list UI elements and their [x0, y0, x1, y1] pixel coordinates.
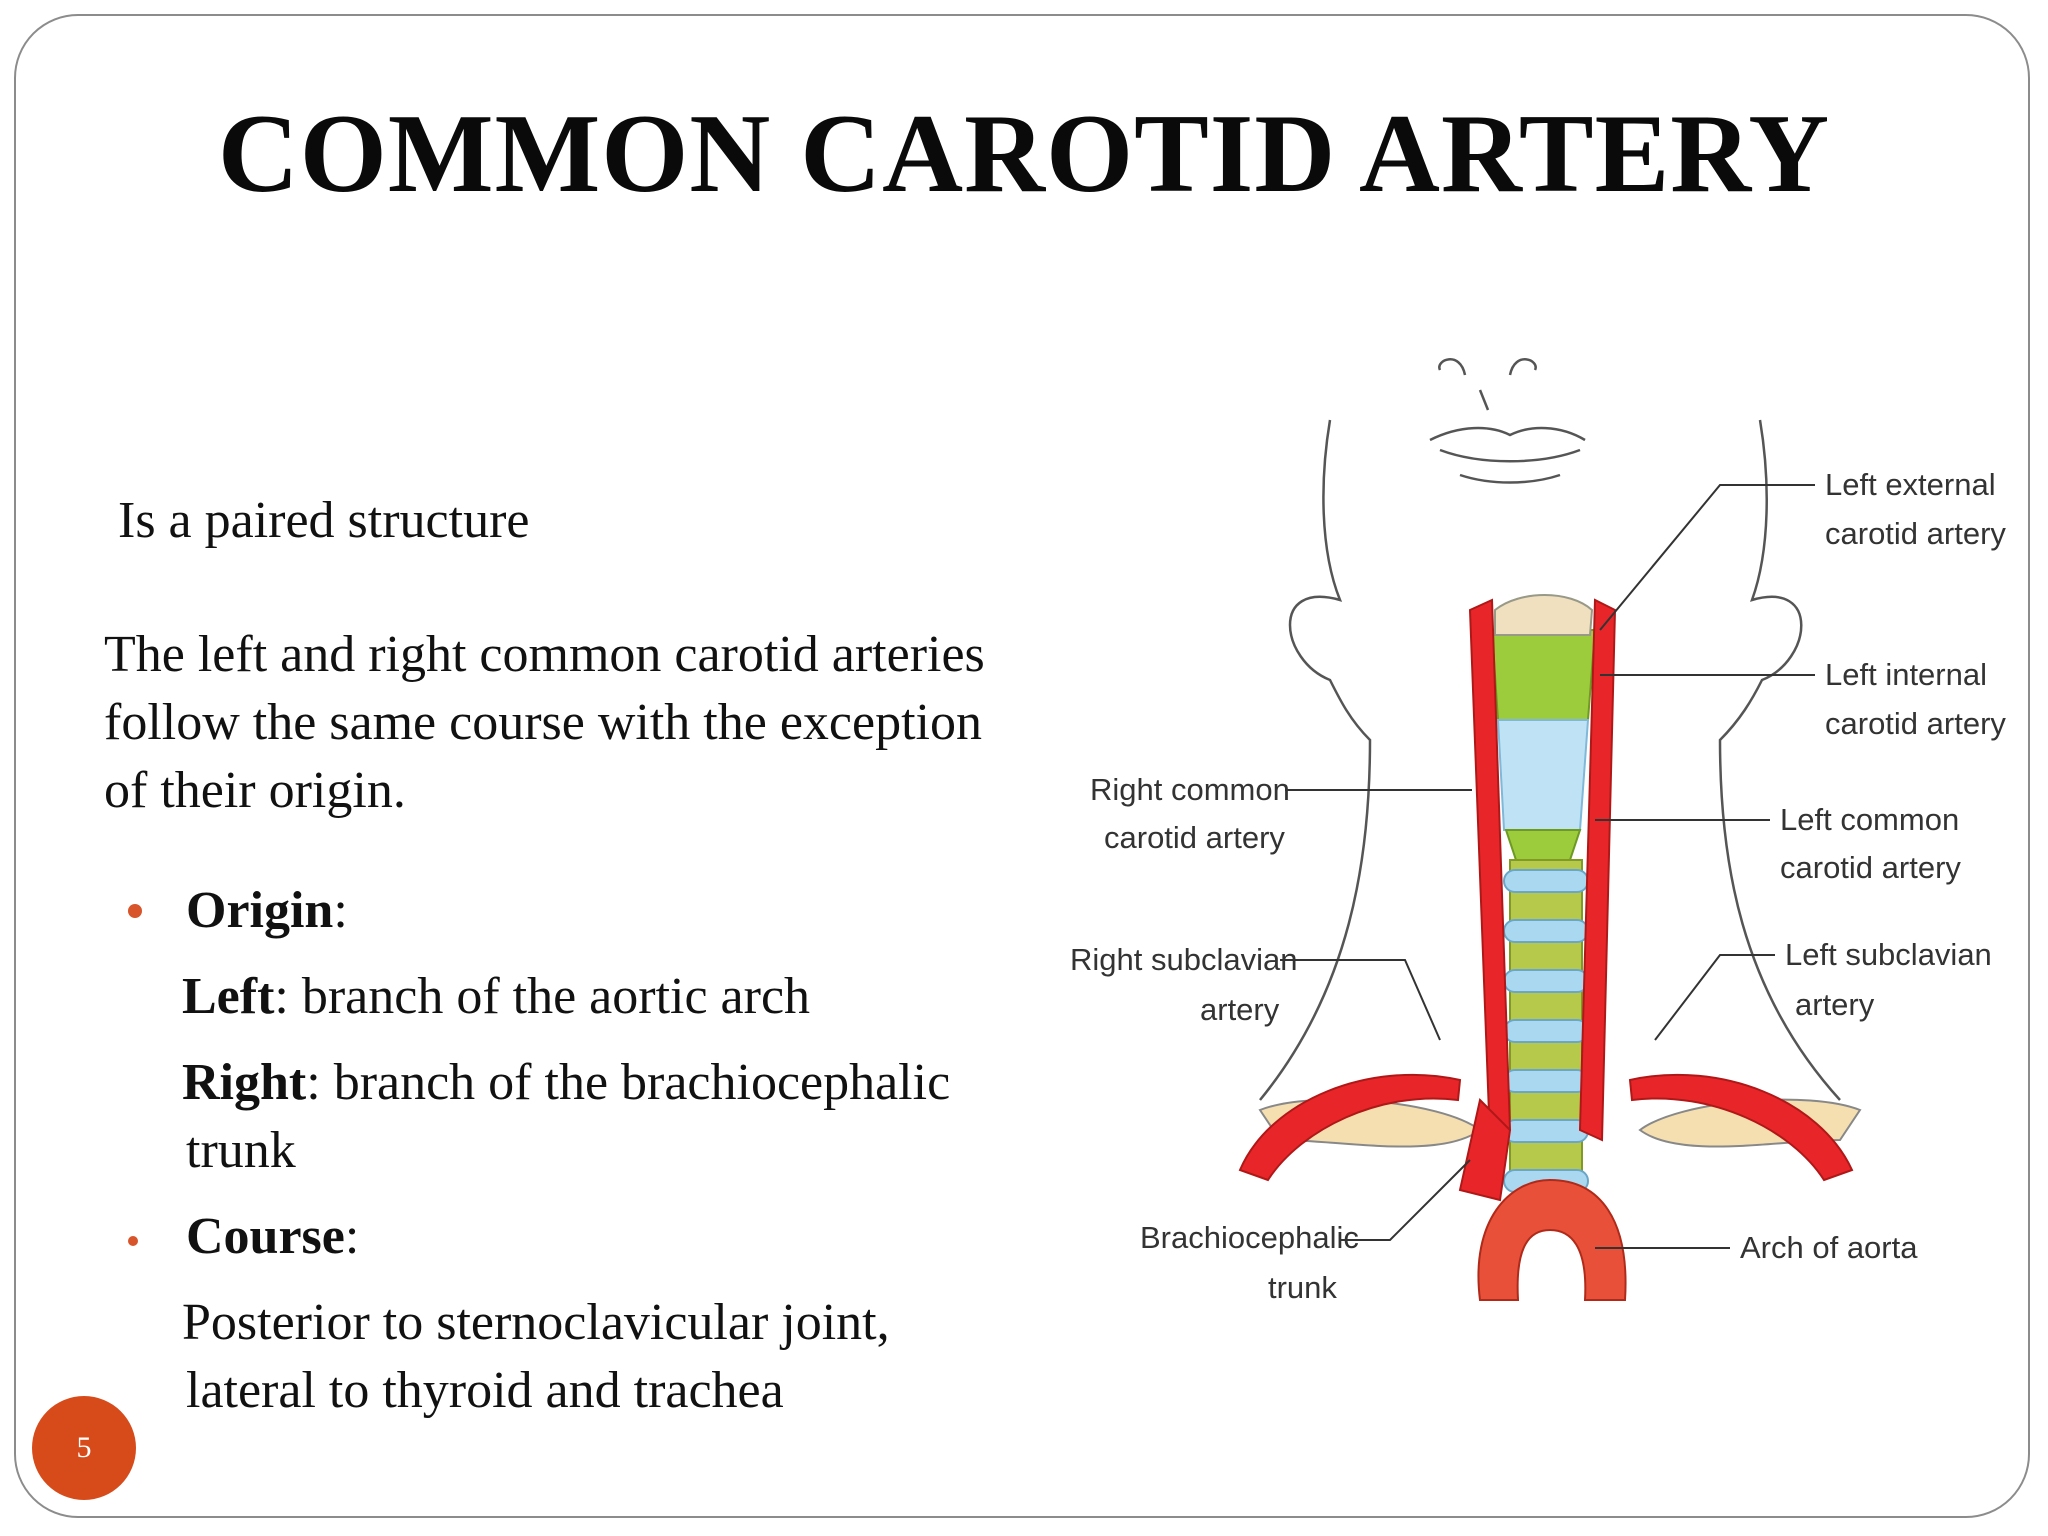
- label-right-common-1: Right common: [1090, 772, 1290, 807]
- label-brachiocephalic-2: trunk: [1268, 1270, 1337, 1305]
- thyroid-cartilage: [1490, 629, 1597, 733]
- origin-right-label: Right: [182, 1054, 307, 1111]
- origin-heading: Origin:: [186, 882, 348, 939]
- label-right-subclavian-1: Right subclavian: [1070, 942, 1297, 977]
- leader-lines: [1280, 484, 1815, 1249]
- label-left-external-1: Left external: [1825, 467, 1996, 502]
- label-left-common-1: Left common: [1780, 802, 1959, 837]
- course-line-1: Posterior to sternoclavicular joint,: [182, 1294, 890, 1351]
- course-heading-label: Course: [186, 1208, 345, 1265]
- slide-frame: [14, 14, 2030, 1518]
- label-right-common-2: carotid artery: [1104, 820, 1285, 855]
- label-right-subclavian-2: artery: [1200, 992, 1280, 1027]
- label-brachiocephalic-1: Brachiocephalic: [1140, 1220, 1359, 1255]
- origin-left-text: : branch of the aortic arch: [274, 968, 811, 1025]
- origin-left-label: Left: [182, 968, 275, 1025]
- right-subclavian-artery: [1238, 1073, 1462, 1182]
- bullet-icon: [128, 1236, 138, 1246]
- origin-heading-label: Origin: [186, 882, 334, 939]
- label-left-common-2: carotid artery: [1780, 850, 1961, 885]
- label-left-subclavian-1: Left subclavian: [1785, 937, 1992, 972]
- left-common-carotid-artery: [1578, 598, 1617, 1142]
- origin-right-line: Right: branch of the brachiocephalic: [182, 1050, 950, 1116]
- course-line-2: lateral to thyroid and trachea: [186, 1362, 784, 1419]
- larynx: [1496, 719, 1590, 831]
- paragraph-line-2: follow the same course with the exceptio…: [104, 694, 982, 751]
- left-subclavian-artery: [1628, 1073, 1854, 1182]
- arteries: [1238, 598, 1854, 1202]
- label-left-external-2: carotid artery: [1825, 516, 2006, 551]
- neck-outline: [1259, 358, 1841, 1101]
- paragraph-line-3: of their origin.: [104, 762, 406, 819]
- bullet-icon: [128, 904, 142, 918]
- brachiocephalic-trunk: [1458, 1098, 1512, 1202]
- trachea: [1503, 859, 1589, 1193]
- label-left-internal-2: carotid artery: [1825, 706, 2006, 741]
- label-left-subclavian-2: artery: [1795, 987, 1875, 1022]
- intro-text: Is a paired structure: [118, 492, 530, 549]
- origin-right-text: : branch of the brachiocephalic: [306, 1054, 951, 1111]
- label-arch-of-aorta: Arch of aorta: [1740, 1230, 1918, 1265]
- diagram-labels: Left external carotid artery Left intern…: [1070, 467, 2006, 1305]
- paragraph-line-1: The left and right common carotid arteri…: [104, 626, 985, 683]
- carotid-anatomy-diagram: Left external carotid artery Left intern…: [1070, 358, 2006, 1305]
- cricoid-cartilage: [1504, 829, 1582, 861]
- origin-right-text-cont: trunk: [186, 1122, 296, 1179]
- aortic-arch: [1477, 1178, 1627, 1301]
- hyoid-bone: [1494, 594, 1594, 636]
- page-number-badge: 5: [32, 1396, 136, 1500]
- label-left-internal-1: Left internal: [1825, 657, 1987, 692]
- slide-title: COMMON CAROTID ARTERY: [217, 92, 1831, 216]
- origin-left-line: Left: branch of the aortic arch: [182, 964, 810, 1030]
- course-heading: Course:: [186, 1208, 360, 1265]
